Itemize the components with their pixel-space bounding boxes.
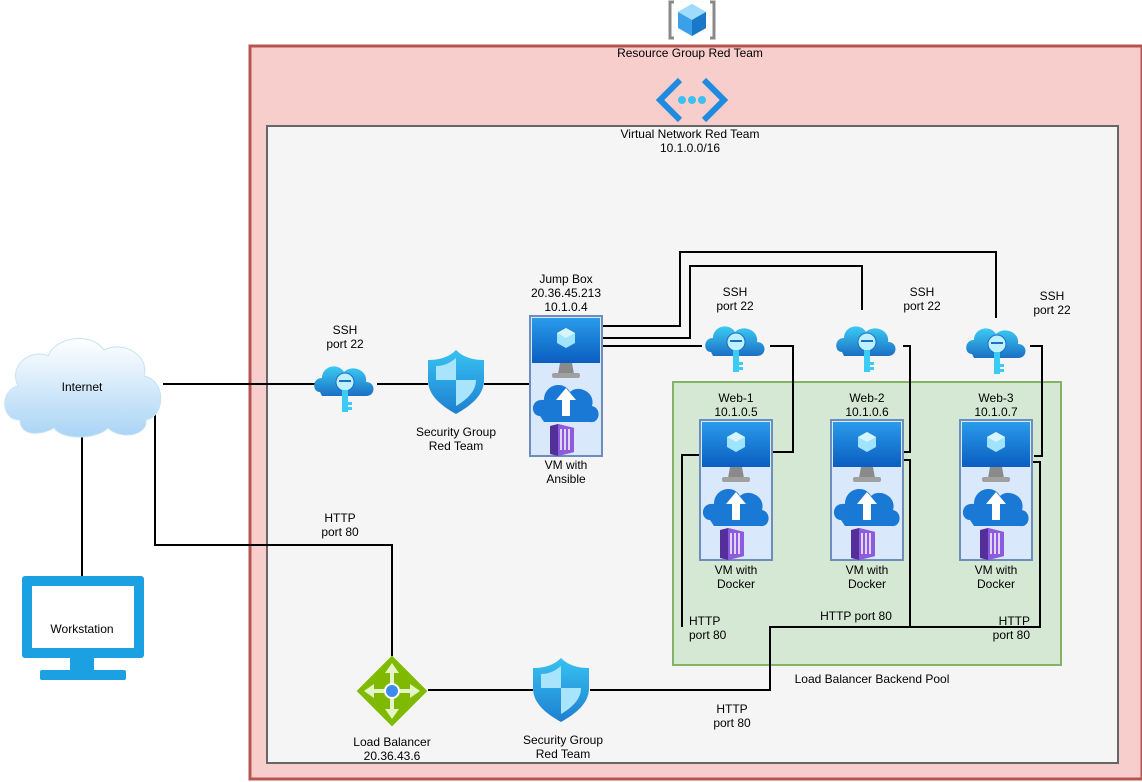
http-web3-protocol: HTTP [998,614,1030,628]
ssh-inbound-label: SSH port 22 [310,323,380,351]
jump-box-label: Jump Box 20.36.45.213 10.1.0.4 [516,272,616,314]
web2-caption-line1: VM with [845,563,889,577]
vnet-name: Virtual Network Red Team [620,127,760,141]
ssh-web3-port: port 22 [1033,303,1071,317]
http-web1-port: port 80 [689,628,727,642]
web2-vm-icon [830,419,904,561]
ssh-web1-protocol: SSH [722,285,748,299]
web2-caption: VM with Docker [827,563,907,591]
jumpbox-to-ssh3-line [603,251,997,327]
jump-box-public-ip: 20.36.45.213 [530,286,602,300]
security-group-top-label: Security Group Red Team [400,425,512,453]
jump-box-private-ip: 10.1.0.4 [544,300,588,314]
web1-name: Web-1 [718,391,754,405]
http-web3-label: HTTP port 80 [970,614,1030,642]
web1-ip: 10.1.0.5 [714,405,758,419]
ssh-web2-port: port 22 [903,299,941,313]
workstation-label: Workstation [50,622,114,636]
security-group-bottom-label: Security Group Red Team [507,733,619,761]
vnet-label: Virtual Network Red Team 10.1.0.0/16 [590,127,790,155]
http-internet-port: port 80 [321,525,359,539]
jump-box-vm-icon [529,315,603,457]
http-internet-label: HTTP port 80 [305,511,375,539]
http-web2-label: HTTP port 80 [820,609,892,623]
resource-group-icon [668,0,716,40]
http-web1-label: HTTP port 80 [689,614,726,642]
ssh1-to-web1-line [770,345,794,453]
jump-box-name: Jump Box [539,272,593,286]
jump-box-caption-line2: Ansible [546,472,586,486]
load-balancer-ip: 20.36.43.6 [363,749,421,763]
web3-label: Web-3 10.1.0.7 [956,391,1036,419]
sg-top-line2: Red Team [428,439,484,453]
web1-caption-line2: Docker [716,577,755,591]
sg-top-line1: Security Group [415,425,497,439]
http-lb-label: HTTP port 80 [697,702,767,730]
web3-caption-line1: VM with [974,563,1018,577]
http-lb-port: port 80 [713,716,751,730]
ssh-inbound-port: port 22 [326,337,364,351]
jumpbox-to-ssh2-line [603,265,863,339]
web3-caption-line2: Docker [976,577,1015,591]
http-web3-port: port 80 [992,628,1030,642]
jump-box-caption-line1: VM with [544,458,588,472]
web3-caption: VM with Docker [956,563,1036,591]
ssh3-to-web3-line [1030,345,1043,457]
internet-label: Internet [61,380,103,394]
workstation-icon [22,576,144,680]
ssh-web2-label: SSH port 22 [887,285,957,313]
internet-cloud-icon [4,338,162,438]
vnet-cidr: 10.1.0.0/16 [659,141,721,155]
backend-pool-label: Load Balancer Backend Pool [794,672,950,686]
web2-label: Web-2 10.1.0.6 [827,391,907,419]
internet-to-lb-line [154,392,393,656]
web1-vm-icon [699,419,773,561]
web1-caption-line1: VM with [714,563,758,577]
resource-group-label: Resource Group Red Team [617,46,763,60]
web2-caption-line2: Docker [847,577,886,591]
web2-name: Web-2 [849,391,885,405]
web1-caption: VM with Docker [696,563,776,591]
web2-ip: 10.1.0.6 [845,405,889,419]
sg-bottom-line1: Security Group [522,733,604,747]
http-lb-protocol: HTTP [716,702,748,716]
sg-bottom-line2: Red Team [535,747,591,761]
web3-vm-icon [959,419,1033,561]
web3-ip: 10.1.0.7 [974,405,1018,419]
connections [81,251,1043,691]
ssh-web1-label: SSH port 22 [700,285,770,313]
virtual-network-icon [655,77,729,123]
load-balancer-label: Load Balancer 20.36.43.6 [337,735,447,763]
web1-label: Web-1 10.1.0.5 [696,391,776,419]
web3-name: Web-3 [978,391,1014,405]
http-web1-protocol: HTTP [689,614,721,628]
ssh2-to-web2-line [903,345,911,453]
ssh-web1-port: port 22 [716,299,754,313]
ssh-inbound-protocol: SSH [332,323,358,337]
load-balancer-name: Load Balancer [353,735,431,749]
ssh-web3-protocol: SSH [1039,289,1065,303]
http-internet-protocol: HTTP [324,511,356,525]
jump-box-caption: VM with Ansible [526,458,606,486]
ssh-web3-label: SSH port 22 [1017,289,1087,317]
ssh-web2-protocol: SSH [909,285,935,299]
